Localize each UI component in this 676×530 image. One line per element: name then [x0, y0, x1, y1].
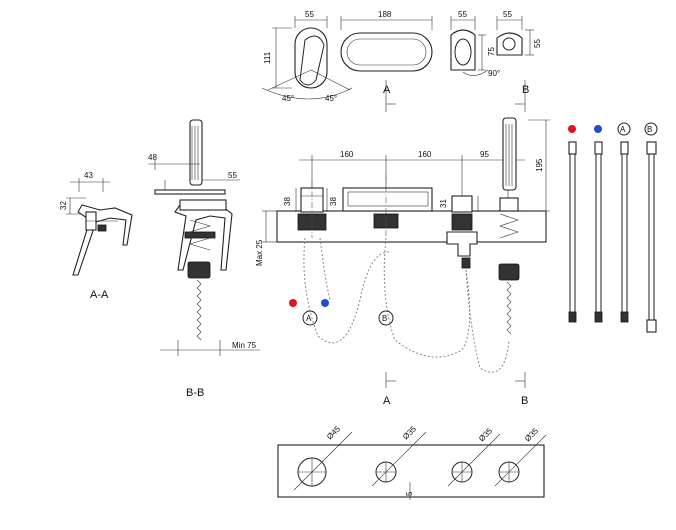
- top-views: 55 111 45° 45° 188 A: [261, 10, 542, 112]
- top-label-a: A: [383, 84, 391, 96]
- dim-top-55-c: 55: [503, 10, 512, 19]
- front-spout: [342, 175, 433, 238]
- dim-front-95: 95: [480, 150, 489, 159]
- dim-front-195: 195: [535, 158, 544, 172]
- dim-top-55-b: 55: [458, 10, 467, 19]
- hot-marker: [289, 299, 297, 307]
- dim-top-111: 111: [263, 51, 272, 64]
- section-bb: 48 55 Min 75 B-B: [148, 119, 260, 399]
- dim-bb-48: 48: [148, 153, 157, 162]
- dim-aa-43: 43: [84, 171, 93, 180]
- dim-top-55-d: 55: [533, 39, 542, 48]
- section-aa: 43 32 A-A: [59, 171, 133, 301]
- dim-bb-min75: Min 75: [232, 341, 257, 350]
- top-label-b: B: [522, 84, 529, 96]
- dim-front-38-b: 38: [329, 197, 338, 206]
- handle-top-view: 55 111 45° 45°: [261, 10, 353, 103]
- dim-aa-32: 32: [59, 201, 68, 210]
- dim-front-160-b: 160: [418, 150, 432, 159]
- dim-top-75: 75: [487, 47, 496, 56]
- plate-outline: [277, 444, 545, 498]
- spout-top-view: 188 A: [340, 10, 433, 112]
- dim-front-160-a: 160: [340, 150, 354, 159]
- dim-dia-35-c: Ø35: [523, 426, 540, 443]
- hose-label-b: B: [647, 125, 652, 134]
- cold-marker: [321, 299, 329, 307]
- dim-angle-45-b: 45°: [325, 94, 337, 103]
- front-view: 160 160 95 195 38 38 3: [255, 117, 550, 407]
- section-aa-label: A-A: [90, 289, 109, 301]
- hose-hot-marker: [568, 125, 576, 133]
- dim-dia-35-a: Ø35: [401, 424, 418, 441]
- dim-angle-90: 90°: [488, 69, 500, 78]
- dim-top-188: 188: [378, 10, 392, 19]
- hose-hot: [568, 141, 577, 323]
- dim-angle-45-a: 45°: [282, 94, 294, 103]
- mounting-plate: Ø45 Ø35 Ø35 Ø35 5: [277, 424, 547, 500]
- holder-top-view: 55 55 B: [496, 10, 542, 112]
- front-hand-shower: [498, 117, 520, 335]
- hose-label-a: A: [620, 125, 626, 134]
- circle-label-a: A: [306, 314, 312, 323]
- dim-front-31: 31: [439, 199, 448, 208]
- hose-b: [646, 141, 657, 333]
- dim-dia-35-b: Ø35: [477, 426, 494, 443]
- dim-top-55-a: 55: [305, 10, 314, 19]
- connection-hoses: A B: [568, 122, 658, 333]
- dim-front-38-a: 38: [283, 197, 292, 206]
- front-diverter: 31: [439, 195, 479, 269]
- front-handle: 38 38: [283, 180, 338, 238]
- diverter-top-view: 55 75 90°: [450, 10, 500, 78]
- hose-cold: [594, 141, 603, 323]
- front-label-a: A: [383, 395, 391, 407]
- dim-bottom-5: 5: [405, 491, 414, 496]
- circle-label-b: B: [382, 314, 387, 323]
- front-label-b: B: [521, 395, 528, 407]
- dim-front-max25: Max 25: [255, 239, 264, 266]
- hose-a: [620, 141, 629, 323]
- dim-bb-55: 55: [228, 171, 237, 180]
- section-bb-label: B-B: [186, 387, 204, 399]
- hose-cold-marker: [594, 125, 602, 133]
- dim-dia-45: Ø45: [325, 424, 342, 441]
